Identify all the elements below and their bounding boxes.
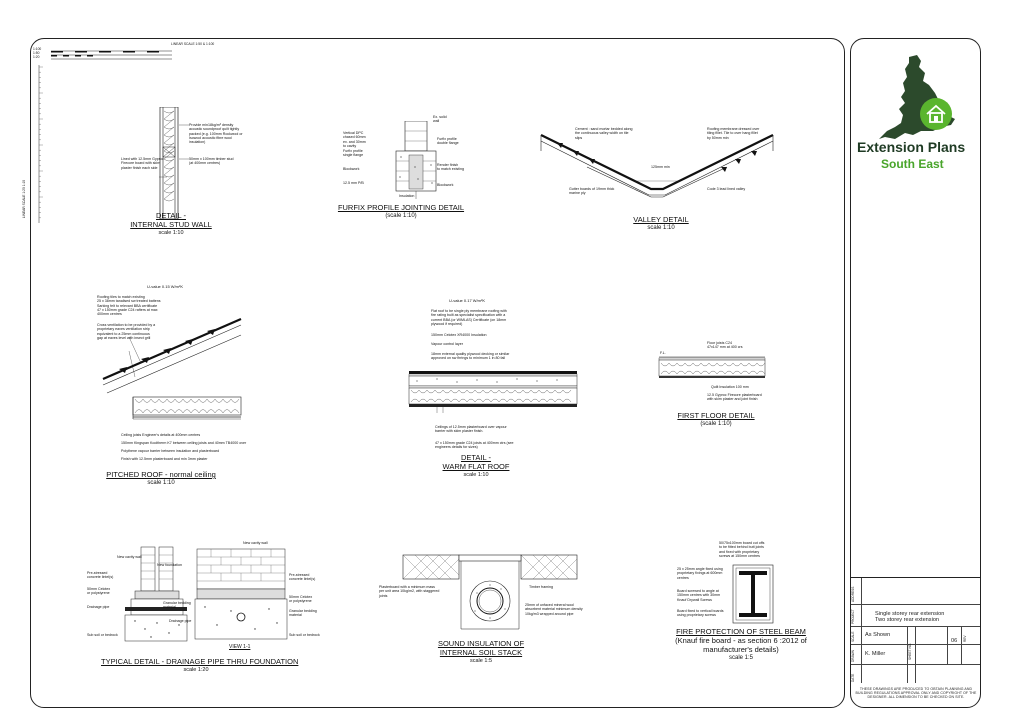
flat-roof-note-decking: 18mm external quality plywood decking or… xyxy=(431,352,510,361)
drainage-note-foundation: New foundation xyxy=(157,563,182,567)
disclaimer-text: THESE DRAWINGS ARE PRODUCED TO OBTAIN PL… xyxy=(855,687,977,700)
drainage-note-pipe-mid: Drainage pipe xyxy=(169,619,192,623)
stud-wall-drawing xyxy=(159,107,179,219)
steel-beam-drawing xyxy=(732,564,774,624)
drawn-value: K. Miller xyxy=(865,651,886,657)
logo-line2: South East xyxy=(881,157,944,171)
furfix-note-pb: 12.5 mm P/B xyxy=(343,181,364,185)
label-sheet: SHEET NO. xyxy=(908,642,912,660)
furfix-drawing xyxy=(395,121,437,199)
valley-note-lead: Code 3 lead lined valley xyxy=(707,187,746,191)
project-line2: Two storey rear extension xyxy=(875,617,940,623)
drainage-view-drawing xyxy=(194,548,288,640)
pitched-roof-uvalue: U-value 0.15 W/m²K xyxy=(147,284,184,289)
drainage-section-drawing xyxy=(124,546,188,642)
scale-bar-vertical-label: LINEAR SCALE 1:20 1:10 xyxy=(22,179,27,219)
project-line1: Single storey rear extension xyxy=(875,611,945,617)
flat-roof-title: DETAIL - WARM FLAT ROOF scale 1:10 xyxy=(442,453,510,478)
label-scale: SCALE xyxy=(851,631,855,642)
flat-roof-uvalue: U-value 0.17 W/m²K xyxy=(449,298,486,303)
furfix-note-blockwork-right: Blockwork xyxy=(437,183,454,187)
furfix-note-insulation: Insulation xyxy=(399,194,415,198)
flat-roof-drawing xyxy=(408,371,578,413)
drainage-note-subsoil-right: Sub soil or bedrock xyxy=(289,633,320,637)
drainage-note-cavity-wall-left: New cavity wall xyxy=(117,555,142,559)
label-drawn: DRAWN xyxy=(851,650,855,662)
flat-roof-note-ceiling: Ceilings of 12.5mm plasterboard over vap… xyxy=(435,425,507,434)
flat-roof-note-membrane: Flat roof to be single ply membrane roof… xyxy=(431,309,507,326)
drainage-note-cavity-wall-right: New cavity wall xyxy=(243,541,268,545)
soil-stack-note-framing: Timber framing xyxy=(529,585,554,589)
scale-value: As Shown xyxy=(865,632,891,638)
valley-title: VALLEY DETAIL scale 1:10 xyxy=(633,215,689,231)
label-project: PROJECT xyxy=(851,609,855,624)
flat-roof-note-vcl: Vapour control layer xyxy=(431,342,463,346)
scale-bar-left-label-2: 1:50 xyxy=(33,51,40,55)
scale-bar-left-label-1: 1:100 xyxy=(33,47,42,51)
pitched-roof-title: PITCHED ROOF - normal ceiling scale 1:10 xyxy=(106,470,216,486)
stud-wall-title: DETAIL - INTERNAL STUD WALL scale 1:10 xyxy=(130,211,212,236)
pitched-roof-drawing xyxy=(102,317,242,420)
first-floor-note-quilt: Quilt Insulation 100 mm xyxy=(711,385,749,389)
label-rev: REV xyxy=(963,635,967,642)
steel-beam-title: FIRE PROTECTION OF STEEL BEAM (Knauf fir… xyxy=(675,627,807,661)
soil-stack-title: SOUND INSULATION OF INTERNAL SOIL STACK … xyxy=(437,639,525,664)
flat-roof-note-insulation: 150mm Celotex XR4000 Insulation xyxy=(431,333,487,337)
first-floor-title: FIRST FLOOR DETAIL (scale 1:10) xyxy=(677,411,755,427)
scale-bar-left-label-3: 1:20 xyxy=(33,55,40,59)
soil-stack-drawing xyxy=(402,554,578,630)
stud-wall-note-stud: 50mm x 100mm timber stud(at 400mm centre… xyxy=(189,157,234,166)
house-icon xyxy=(920,98,952,130)
sheet-number: 06 xyxy=(951,638,958,644)
title-block: ADDRESS PROJECT SCALE DRAWN DATE Single … xyxy=(851,577,980,683)
logo-line1: Extension Plans xyxy=(857,139,966,155)
title-panel: Extension Plans South East ADDRESS PROJE… xyxy=(850,38,981,708)
drainage-note-pipe-left: Drainage pipe xyxy=(87,605,110,609)
furfix-note-blockwork-left: Blockwork xyxy=(343,167,360,171)
drainage-note-subsoil-left: Sub soil or bedrock xyxy=(87,633,118,637)
first-floor-note-fl: F.L. xyxy=(660,351,666,355)
linear-scale-bar xyxy=(38,50,172,223)
scale-bar-label: LINEAR SCALE 1:50 & 1:100 xyxy=(171,42,215,46)
drainage-view-label: VIEW 1-1 xyxy=(229,644,251,650)
furfix-title: FURFIX PROFILE JOINTING DETAIL (scale 1:… xyxy=(337,203,465,219)
drawing-sheet: LINEAR SCALE 1:50 & 1:100 1:100 1:50 1:2… xyxy=(22,38,845,708)
label-address: ADDRESS xyxy=(851,586,855,602)
pitched-roof-note-ceiling: Ceiling joists Engineer's details at 400… xyxy=(121,433,247,461)
drainage-title: TYPICAL DETAIL - DRAINAGE PIPE THRU FOUN… xyxy=(101,657,299,673)
first-floor-drawing xyxy=(658,356,766,378)
valley-drawing xyxy=(540,134,774,198)
flat-roof-note-joists: 47 x 150mm grade C24 joists at 400mm ctr… xyxy=(435,441,514,450)
stud-wall-leaders xyxy=(159,124,189,178)
label-date: DATE xyxy=(851,673,855,682)
valley-note-width: 125mm min xyxy=(651,165,670,169)
